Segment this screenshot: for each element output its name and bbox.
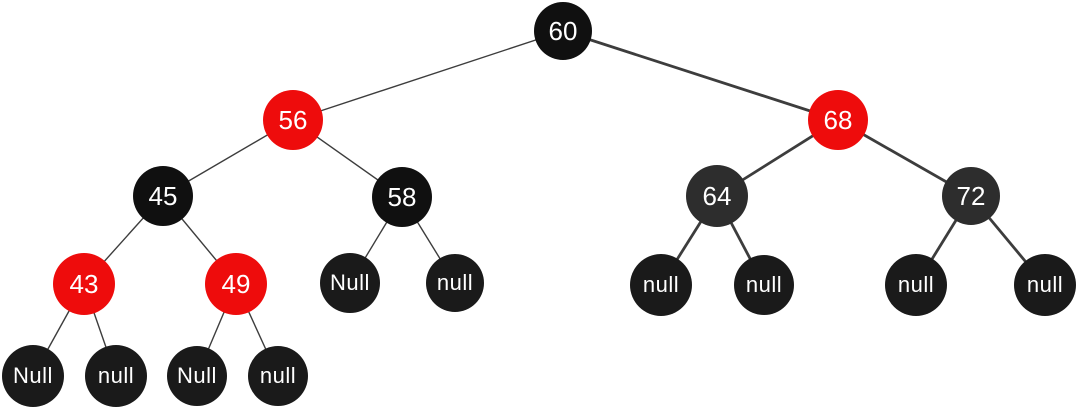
tree-node-n43L: Null xyxy=(2,345,64,407)
tree-node-n64: 64 xyxy=(686,165,748,227)
tree-node-n49L: Null xyxy=(167,346,227,406)
tree-node-n49R: null xyxy=(248,346,308,406)
tree-node-n58R: null xyxy=(426,254,484,312)
tree-node-n49: 49 xyxy=(205,253,267,315)
tree-node-n45: 45 xyxy=(133,166,193,226)
tree-node-n43R: null xyxy=(85,345,147,407)
tree-node-n58L: Null xyxy=(320,253,380,313)
tree-edge-n60-n56 xyxy=(292,30,564,121)
tree-node-n64R: null xyxy=(734,255,794,315)
tree-node-n72R: null xyxy=(1014,254,1076,316)
tree-node-n64L: null xyxy=(630,254,692,316)
tree-node-n60: 60 xyxy=(534,2,592,60)
tree-edge-n60-n68 xyxy=(562,29,839,122)
tree-node-n72L: null xyxy=(885,254,947,316)
tree-node-n72: 72 xyxy=(942,167,1000,225)
tree-node-n56: 56 xyxy=(263,90,323,150)
tree-node-n58: 58 xyxy=(372,167,432,227)
tree-node-n43: 43 xyxy=(53,253,115,315)
tree-node-n68: 68 xyxy=(808,90,868,150)
